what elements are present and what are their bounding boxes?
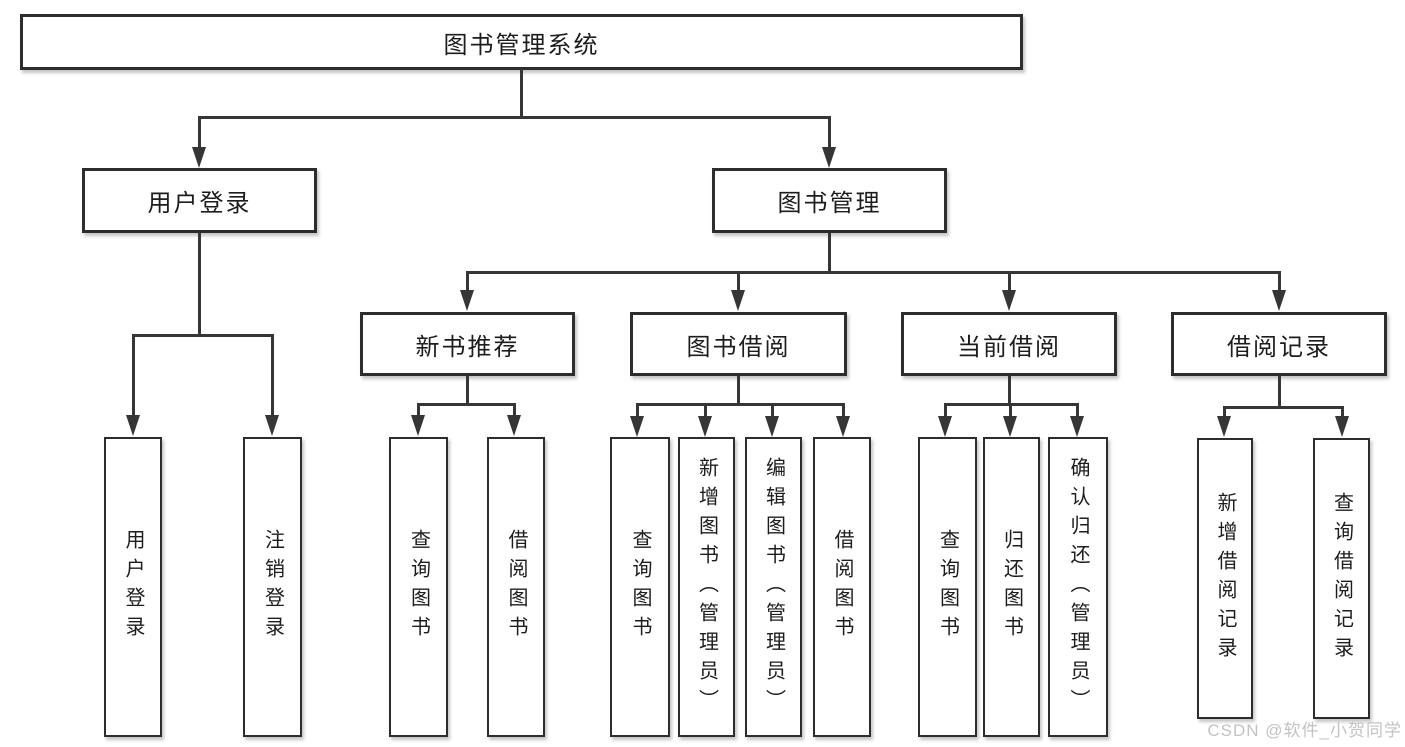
connector-bookmgmt-rail [466, 271, 1281, 274]
connector-drop-leaf-user-login [132, 334, 135, 416]
connector-drop-leaf-logout [271, 334, 274, 416]
leaf-query-borrow-record-label: 查询借阅记录 [1330, 491, 1353, 666]
node-root-label: 图书管理系统 [443, 31, 600, 59]
connector-currentborrow-stub [1008, 376, 1011, 406]
connector-drop-book-mgmt [828, 116, 831, 150]
leaf-edit-books-admin: 编辑图书（管理员） [745, 437, 802, 737]
leaf-borrow-books-borrow-label: 借阅图书 [831, 529, 853, 645]
leaf-query-books-current-label: 查询图书 [936, 529, 959, 645]
connector-drop-book-borrow [737, 271, 740, 292]
leaf-confirm-return-admin: 确认归还（管理员） [1048, 437, 1108, 737]
arrowhead-borrow-newbooks [507, 415, 521, 436]
node-book-mgmt: 图书管理 [712, 168, 947, 233]
leaf-query-books-newbooks-label: 查询图书 [407, 529, 430, 645]
connector-bookborrow-stub [737, 376, 740, 406]
leaf-add-books-admin: 新增图书（管理员） [678, 437, 735, 737]
connector-root-stub [520, 69, 523, 118]
leaf-logout-label: 注销登录 [261, 529, 284, 645]
node-user-login: 用户登录 [82, 168, 317, 233]
arrowhead-book-borrow [731, 290, 745, 311]
node-user-login-label: 用户登录 [147, 190, 252, 217]
connector-drop-query-record [1341, 406, 1344, 418]
leaf-borrow-books-borrow: 借阅图书 [813, 437, 871, 737]
connector-borrowrecords-rail [1223, 406, 1344, 409]
arrowhead-current-borrow [1002, 290, 1016, 311]
arrowhead-query-record [1335, 416, 1349, 437]
connector-newbooks-rail [417, 403, 516, 406]
leaf-borrow-books-newbooks-label: 借阅图书 [505, 529, 527, 645]
arrowhead-edit-books [765, 416, 779, 437]
arrowhead-confirm-return [1070, 416, 1084, 437]
leaf-query-books-current: 查询图书 [918, 437, 977, 737]
leaf-add-borrow-record-label: 新增借阅记录 [1214, 491, 1236, 666]
node-book-borrow-label: 图书借阅 [686, 333, 791, 361]
connector-drop-borrow-records [1278, 271, 1281, 292]
connector-root-rail [198, 116, 831, 119]
leaf-edit-books-admin-label: 编辑图书（管理员） [762, 456, 785, 718]
watermark-text: CSDN @软件_小贺同学 [1207, 721, 1402, 740]
node-new-books-label: 新书推荐 [415, 333, 520, 361]
node-current-borrow-label: 当前借阅 [957, 333, 1061, 361]
connector-drop-borrow-books [842, 403, 845, 418]
leaf-add-books-admin-label: 新增图书（管理员） [695, 456, 718, 718]
arrowhead-leaf-logout [265, 415, 279, 436]
node-borrow-records: 借阅记录 [1171, 312, 1387, 376]
connector-drop-current-borrow [1008, 271, 1011, 292]
leaf-query-books-borrow-label: 查询图书 [629, 529, 651, 645]
connector-borrowrecords-stub [1278, 376, 1281, 409]
node-root: 图书管理系统 [20, 14, 1023, 70]
connector-drop-query-newbooks [417, 403, 420, 417]
leaf-add-borrow-record: 新增借阅记录 [1197, 438, 1253, 719]
node-book-mgmt-label: 图书管理 [777, 190, 882, 217]
leaf-logout: 注销登录 [243, 437, 302, 737]
leaf-query-books-borrow: 查询图书 [610, 437, 670, 737]
arrowhead-leaf-user-login [126, 415, 140, 436]
leaf-user-login: 用户登录 [104, 437, 162, 737]
leaf-return-books: 归还图书 [983, 437, 1040, 737]
connector-drop-user-login [198, 116, 201, 150]
arrowhead-query-newbooks [411, 415, 425, 436]
connector-bookborrow-rail [636, 403, 845, 406]
arrowhead-return-books [1003, 416, 1017, 437]
arrowhead-borrow-books [836, 416, 850, 437]
arrowhead-user-login [192, 147, 206, 168]
leaf-query-books-newbooks: 查询图书 [389, 437, 448, 737]
node-book-borrow: 图书借阅 [630, 312, 847, 376]
leaf-query-borrow-record: 查询借阅记录 [1313, 438, 1370, 719]
node-current-borrow: 当前借阅 [901, 312, 1117, 376]
leaf-return-books-label: 归还图书 [1000, 529, 1023, 645]
arrowhead-query-borrow [630, 416, 644, 437]
connector-drop-query-current [944, 403, 947, 418]
leaf-confirm-return-admin-label: 确认归还（管理员） [1067, 456, 1089, 718]
arrowhead-new-books [460, 290, 474, 311]
connector-drop-add-books [704, 403, 707, 418]
arrowhead-query-current [938, 416, 952, 437]
connector-newbooks-stub [466, 376, 469, 406]
connector-drop-confirm-return [1076, 403, 1079, 418]
connector-drop-edit-books [771, 403, 774, 418]
node-new-books: 新书推荐 [360, 312, 575, 376]
connector-drop-add-record [1223, 406, 1226, 418]
connector-drop-query-borrow [636, 403, 639, 418]
connector-drop-return-books [1009, 403, 1012, 418]
connector-userlogin-stub [198, 233, 201, 337]
arrowhead-borrow-records [1272, 290, 1286, 311]
leaf-borrow-books-newbooks: 借阅图书 [487, 437, 545, 737]
connector-drop-new-books [466, 271, 469, 292]
connector-userlogin-rail [132, 334, 273, 337]
leaf-user-login-label: 用户登录 [122, 529, 144, 645]
arrowhead-add-record [1217, 416, 1231, 437]
arrowhead-add-books [698, 416, 712, 437]
node-borrow-records-label: 借阅记录 [1227, 333, 1331, 361]
connector-drop-borrow-newbooks [513, 403, 516, 417]
arrowhead-book-mgmt [822, 147, 836, 168]
connector-bookmgmt-stub [828, 233, 831, 274]
